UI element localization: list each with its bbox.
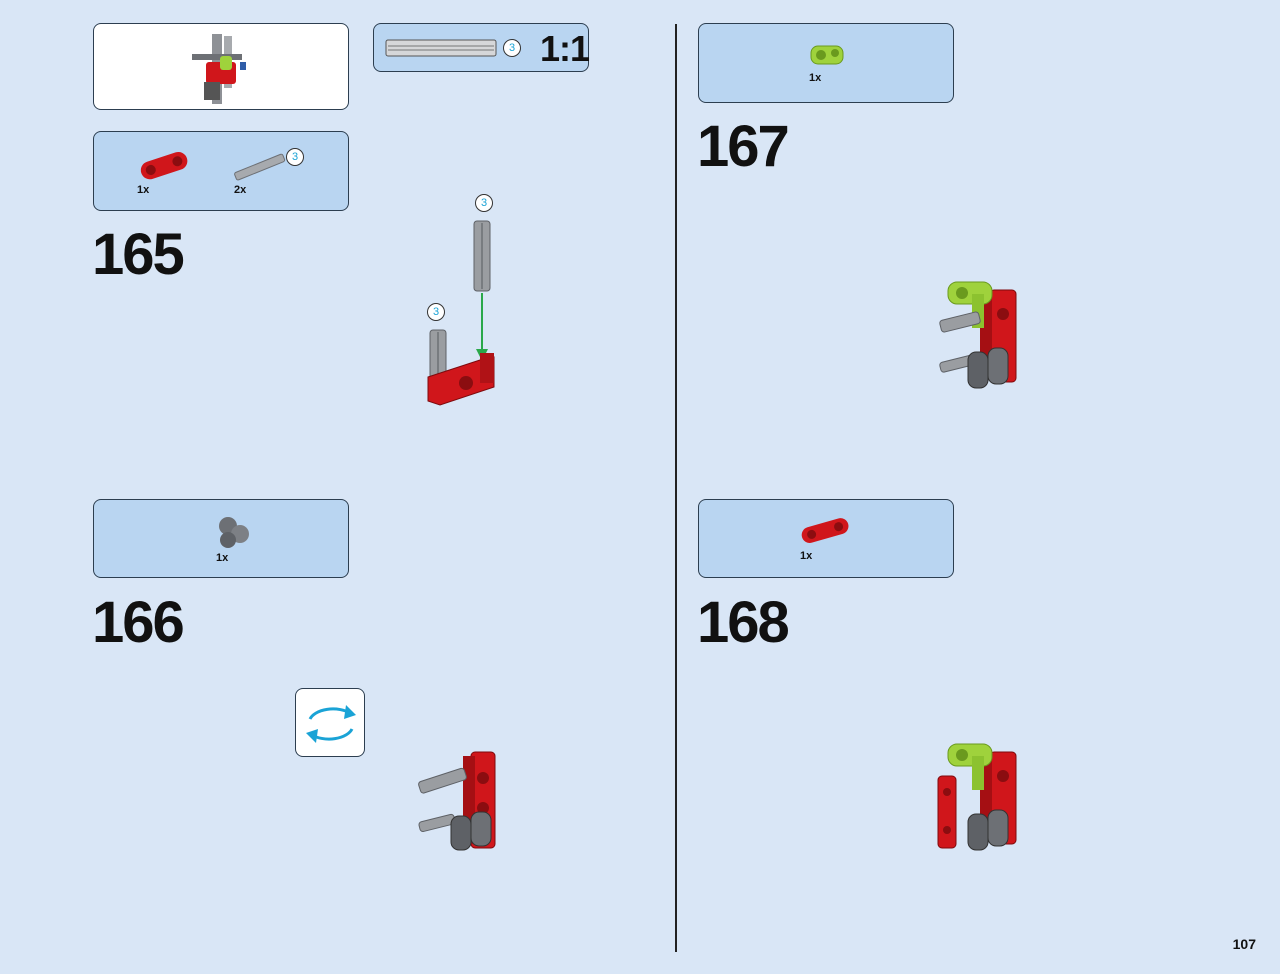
red-liftarm-part-icon-168 — [801, 518, 849, 543]
step-165-model-image — [427, 220, 495, 406]
scale-length-callout: 3 — [503, 39, 521, 57]
axle-scale-image — [385, 39, 497, 57]
parts-box-165: 1x 3 2x — [93, 131, 349, 211]
part-qty-165-b: 2x — [234, 184, 247, 196]
part-length-callout-165: 3 — [286, 148, 304, 166]
lime-connector-part-icon — [810, 45, 844, 65]
parts-box-168: 1x — [698, 499, 954, 578]
red-liftarm-part-icon — [140, 151, 188, 180]
parts-box-166: 1x — [93, 499, 349, 578]
part-qty-165-a: 1x — [137, 184, 150, 196]
step-168-model-image — [937, 743, 1017, 851]
part-qty-166: 1x — [216, 552, 229, 564]
step-number-168: 168 — [697, 590, 790, 655]
step-number-166: 166 — [92, 590, 185, 655]
grey-axle-part-icon — [234, 153, 286, 181]
axle-callout-165-top: 3 — [475, 194, 493, 212]
step-167-model-image — [939, 281, 1017, 389]
page-number: 107 — [1232, 936, 1256, 952]
rotate-model-box — [295, 688, 365, 757]
part-qty-167: 1x — [809, 72, 822, 84]
step-number-165: 165 — [92, 222, 185, 287]
column-divider — [675, 24, 677, 952]
scale-reference-box: 3 1:1 — [373, 23, 590, 72]
parts-box-167: 1x — [698, 23, 954, 103]
grey-connector-part-icon — [219, 517, 249, 548]
step-166-model-image — [418, 751, 496, 851]
step-number-167: 167 — [697, 114, 790, 179]
rotate-model-icon — [306, 705, 356, 743]
part-qty-168: 1x — [800, 550, 813, 562]
submodel-preview-box — [93, 23, 349, 110]
scale-ratio-label: 1:1 — [540, 28, 590, 69]
axle-callout-165-left: 3 — [427, 303, 445, 321]
submodel-model-image — [192, 34, 246, 104]
